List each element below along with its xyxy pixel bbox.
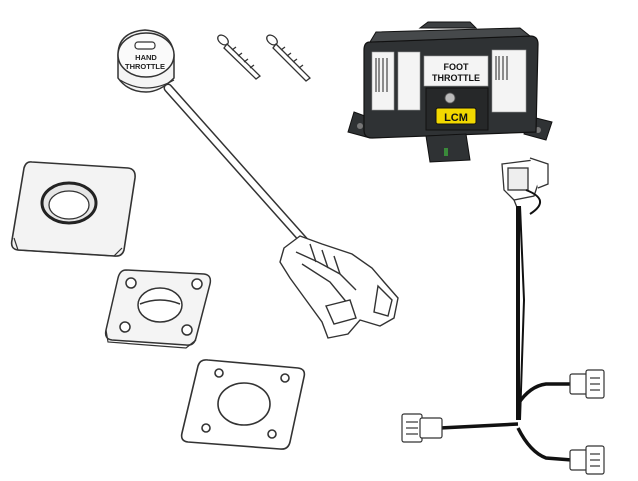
mounting-gasket (180, 359, 306, 450)
harness-right-connector-upper (569, 369, 605, 399)
lcm-module: FOOT THROTTLE LCM (347, 21, 553, 163)
hand-throttle-knob: HAND THROTTLE (117, 29, 175, 93)
harness-top-connector (501, 157, 549, 211)
mounting-bracket (104, 269, 212, 349)
harness-left-connector (401, 413, 443, 443)
lcm-label-2: THROTTLE (432, 73, 480, 83)
hand-throttle-label-1: HAND (135, 53, 157, 62)
harness-right-connector-lower (569, 445, 605, 475)
throttle-cable (163, 83, 311, 248)
lcm-badge (435, 107, 477, 125)
mounting-screw (217, 34, 261, 80)
square-bezel (10, 161, 136, 257)
hand-throttle-assembly: HAND THROTTLE (117, 29, 399, 339)
hand-throttle-label-2: THROTTLE (125, 62, 165, 71)
lcm-badge-text: LCM (444, 112, 468, 124)
lcm-label-1: FOOT (444, 62, 469, 72)
throttle-cable-connector (279, 235, 399, 339)
mounting-screw (266, 34, 311, 82)
wiring-harness (401, 157, 605, 475)
